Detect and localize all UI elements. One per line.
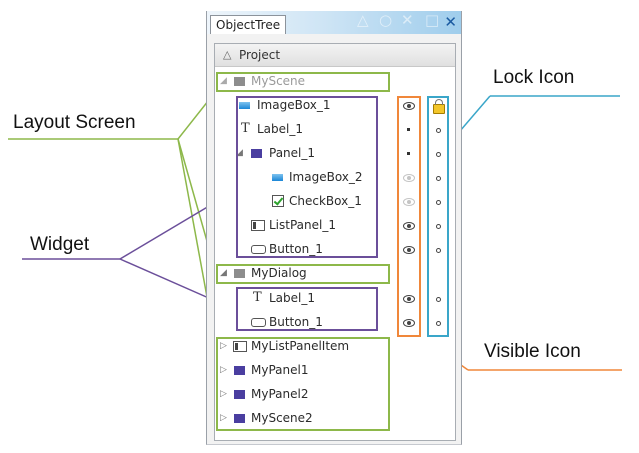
visible-eye-icon[interactable] [403,295,415,303]
tree-item-label: Label_1 [269,291,316,305]
layout-screen-box-myscene [216,72,390,92]
widget-label: Widget [30,234,90,255]
decor-cross-icon: ✕ [401,11,414,29]
tree-item-mydialog[interactable]: ◢ MyDialog [218,261,388,285]
visible-dot-icon[interactable] [407,128,410,131]
lock-icon-box [427,96,449,337]
tree-item-label: Button_1 [269,242,323,256]
tree-item-label: Panel_1 [269,146,316,160]
close-icon[interactable]: ✕ [444,13,457,31]
panel-icon [251,149,262,158]
tree-item-myscene[interactable]: ◢ MyScene [218,69,388,93]
tree-item-imagebox1[interactable]: ImageBox_1 [236,93,386,117]
panel-icon [234,366,245,375]
tree-item-dialog-label1[interactable]: T Label_1 [236,286,386,310]
lock-icon[interactable] [433,99,445,114]
tree-item-mylistpanelitem[interactable]: ▷ MyListPanelItem [218,334,388,358]
expand-arrow-icon[interactable]: ▷ [220,365,227,375]
tree-item-label: MyScene [251,74,306,88]
button-icon [251,245,266,254]
visible-eye-icon[interactable] [403,319,415,327]
visible-eye-icon[interactable] [403,102,415,110]
visible-eye-icon[interactable] [403,198,415,206]
checkbox-icon [272,195,284,207]
tree-item-label1[interactable]: T Label_1 [236,117,386,141]
layout-screen-label: Layout Screen [13,112,136,133]
tree-item-listpanel1[interactable]: ListPanel_1 [236,213,386,237]
button-icon [251,318,266,327]
project-label: Project [239,48,281,62]
scene-icon [234,414,245,423]
lock-circle-icon[interactable] [436,224,441,229]
tree-item-myscene2[interactable]: ▷ MyScene2 [218,406,388,430]
lock-circle-icon[interactable] [436,176,441,181]
decor-circle-icon: ○ [379,11,393,29]
scene-icon [234,77,245,86]
tree-item-label: ListPanel_1 [269,218,336,232]
window-titlebar: ObjectTree △ ○ ✕ □ ✕ [207,11,461,34]
lock-circle-icon[interactable] [436,321,441,326]
expand-arrow-icon[interactable]: ◢ [220,76,227,86]
tree-item-label: MyScene2 [251,411,313,425]
tree-item-label: MyListPanelItem [251,339,350,353]
imagebox-icon [272,174,283,181]
tree-item-dialog-button1[interactable]: Button_1 [236,310,386,334]
visible-icon-box [397,96,421,337]
tree-item-mypanel1[interactable]: ▷ MyPanel1 [218,358,388,382]
tree-item-label: MyDialog [251,266,307,280]
tree-item-mypanel2[interactable]: ▷ MyPanel2 [218,382,388,406]
lock-circle-icon[interactable] [436,200,441,205]
lock-icon-label: Lock Icon [493,67,575,88]
tree-item-label: Button_1 [269,315,323,329]
tree-item-label: Label_1 [257,122,304,136]
visible-icon-label: Visible Icon [484,341,581,362]
tree-item-panel1[interactable]: ◢ Panel_1 [236,141,386,165]
lock-circle-icon[interactable] [436,248,441,253]
lock-circle-icon[interactable] [436,297,441,302]
tree-item-imagebox2[interactable]: ImageBox_2 [236,165,386,189]
decor-square-icon: □ [425,11,440,29]
tree-item-label: MyPanel1 [251,363,309,377]
imagebox-icon [239,102,250,109]
tree-item-label: ImageBox_2 [289,170,363,184]
widget-box-scene [236,96,378,258]
lock-circle-icon[interactable] [436,152,441,157]
label-icon: T [241,121,250,136]
dialog-icon [234,269,245,278]
widget-box-dialog [236,287,378,331]
tree-panel: △ Project [214,43,456,441]
expand-arrow-icon[interactable]: ◢ [220,268,227,278]
lock-circle-icon[interactable] [436,128,441,133]
visible-eye-icon[interactable] [403,246,415,254]
visible-eye-icon[interactable] [403,174,415,182]
project-header[interactable]: △ Project [215,44,455,67]
panel-icon [234,390,245,399]
tree-item-label: ImageBox_1 [257,98,331,112]
layout-screen-box-others [216,337,390,431]
expand-arrow-icon[interactable]: ▷ [220,341,227,351]
decor-triangle-icon: △ [357,11,369,29]
listpanelitem-icon [233,341,247,352]
expand-arrow-icon[interactable]: ▷ [220,389,227,399]
tree-item-checkbox1[interactable]: CheckBox_1 [236,189,386,213]
visible-dot-icon[interactable] [407,152,410,155]
tree-item-label: CheckBox_1 [289,194,362,208]
expand-arrow-icon[interactable]: ◢ [236,148,243,158]
label-icon: T [253,290,262,305]
tab-objecttree[interactable]: ObjectTree [210,15,287,34]
tree-item-label: MyPanel2 [251,387,309,401]
collapse-triangle-icon[interactable]: △ [223,48,232,61]
layout-screen-box-mydialog [216,264,390,284]
tree-item-button1[interactable]: Button_1 [236,237,386,261]
listpanel-icon [251,220,265,231]
expand-arrow-icon[interactable]: ▷ [220,413,227,423]
visible-eye-icon[interactable] [403,222,415,230]
